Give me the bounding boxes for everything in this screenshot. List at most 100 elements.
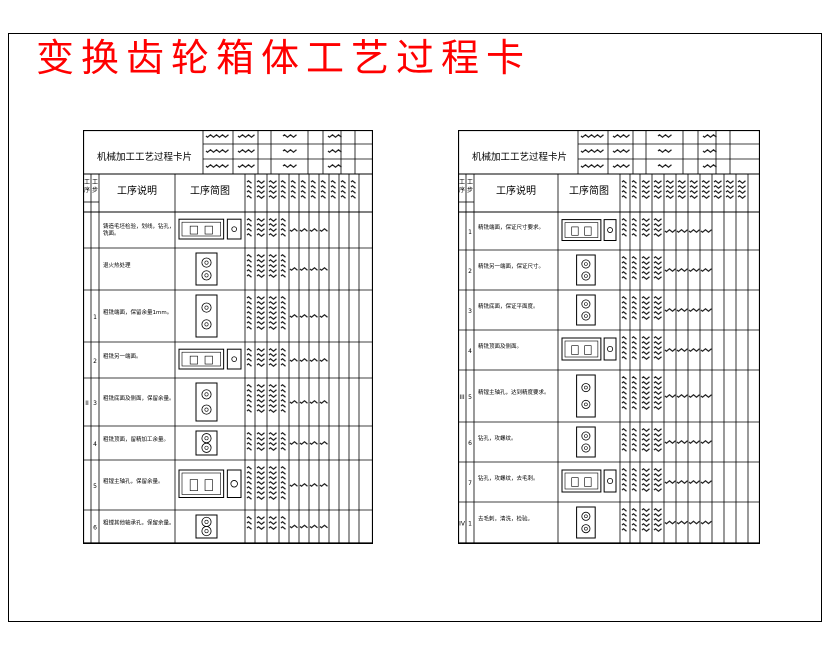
col-header-sketch: 工序简图 [569,184,609,197]
illegible-text [621,179,627,199]
process-sketch [576,294,596,326]
process-sketch [561,337,617,361]
illegible-text [289,482,298,488]
work-step-number: 3 [93,400,97,407]
illegible-text [641,375,650,411]
illegible-text [289,524,298,529]
illegible-text [282,133,297,139]
illegible-text [268,217,277,238]
work-step-number: 7 [468,480,472,487]
illegible-text [580,133,604,139]
illegible-text [205,133,229,139]
illegible-text [299,399,308,405]
illegible-text [653,467,662,493]
illegible-text [664,347,676,353]
illegible-text [280,383,286,413]
work-step-number: 4 [468,348,472,355]
illegible-text [280,179,286,199]
process-sketch [195,294,218,338]
illegible-text [268,465,277,501]
process-sketch [576,254,596,286]
work-step-number: 6 [93,525,97,532]
illegible-text [641,179,650,200]
illegible-text [653,375,662,411]
illegible-text [299,227,308,233]
illegible-text [268,253,277,279]
illegible-text [665,179,674,200]
process-card-left: 机械加工工艺过程卡片工序工步工序说明工序简图铸造毛坯检验，划线，钻孔，铣面。退火… [83,130,373,544]
illegible-text [621,217,627,237]
illegible-text [246,347,252,367]
card-heading: 机械加工工艺过程卡片 [97,151,192,163]
illegible-text [653,295,662,321]
illegible-text [319,313,328,319]
illegible-text [631,217,637,237]
illegible-text [282,148,297,154]
illegible-text [631,335,637,360]
illegible-text [256,347,265,368]
step-description: 粗铣端面，保留余量1mm。 [103,308,172,316]
process-step-roman: III [459,394,465,401]
col-header-step: 序 [84,186,90,194]
illegible-text [256,217,265,238]
illegible-text [657,163,672,169]
illegible-text [289,440,298,446]
illegible-text [309,524,318,529]
illegible-text [299,524,308,529]
illegible-text [676,439,688,445]
illegible-text [700,307,712,313]
illegible-text [621,507,627,532]
illegible-text [702,148,717,154]
illegible-text [676,520,688,525]
illegible-text [641,217,650,238]
illegible-text [280,465,286,500]
illegible-text [653,335,662,361]
work-step-number: 5 [93,483,97,490]
illegible-text [246,295,252,330]
work-step-number: 2 [93,358,97,365]
illegible-text [641,467,650,493]
process-sketch [195,430,218,456]
illegible-text [677,179,686,200]
illegible-text [700,439,712,445]
illegible-text [327,163,342,169]
illegible-text [688,520,700,525]
illegible-text [676,228,688,234]
illegible-text [300,179,306,199]
illegible-text [299,313,308,319]
step-description: 钻孔，攻螺纹，去毛刺。 [478,474,539,482]
process-sketch [195,514,218,539]
illegible-text [737,179,746,200]
step-description: 粗铣底面及侧面，保留余量。 [103,394,175,402]
illegible-text [700,393,712,399]
illegible-text [237,133,255,139]
illegible-text [664,228,676,234]
step-description: 去毛刺，清洗，检验。 [478,515,533,523]
step-description: 钻孔，攻螺纹。 [478,434,517,442]
work-step-number: 5 [468,394,472,401]
illegible-text [319,482,328,488]
process-sketch [576,506,596,539]
illegible-text [700,228,712,234]
illegible-text [319,399,328,405]
illegible-text [299,266,308,272]
work-step-number: 1 [468,521,472,528]
illegible-text [688,439,700,445]
illegible-text [205,148,229,154]
illegible-text [309,440,318,446]
step-description: 退火热处理 [103,261,131,269]
illegible-text [664,439,676,445]
illegible-text [612,148,630,154]
illegible-text [631,467,637,492]
illegible-text [676,307,688,313]
process-step-roman: IV [459,521,466,528]
illegible-text [676,267,688,273]
illegible-text [350,179,356,199]
illegible-text [330,179,336,199]
illegible-text [664,393,676,399]
illegible-text [256,515,265,531]
col-header-step: 工 [84,179,90,186]
page-title: 变换齿轮箱体工艺过程卡 [36,36,532,80]
work-step-number: 4 [93,441,97,448]
